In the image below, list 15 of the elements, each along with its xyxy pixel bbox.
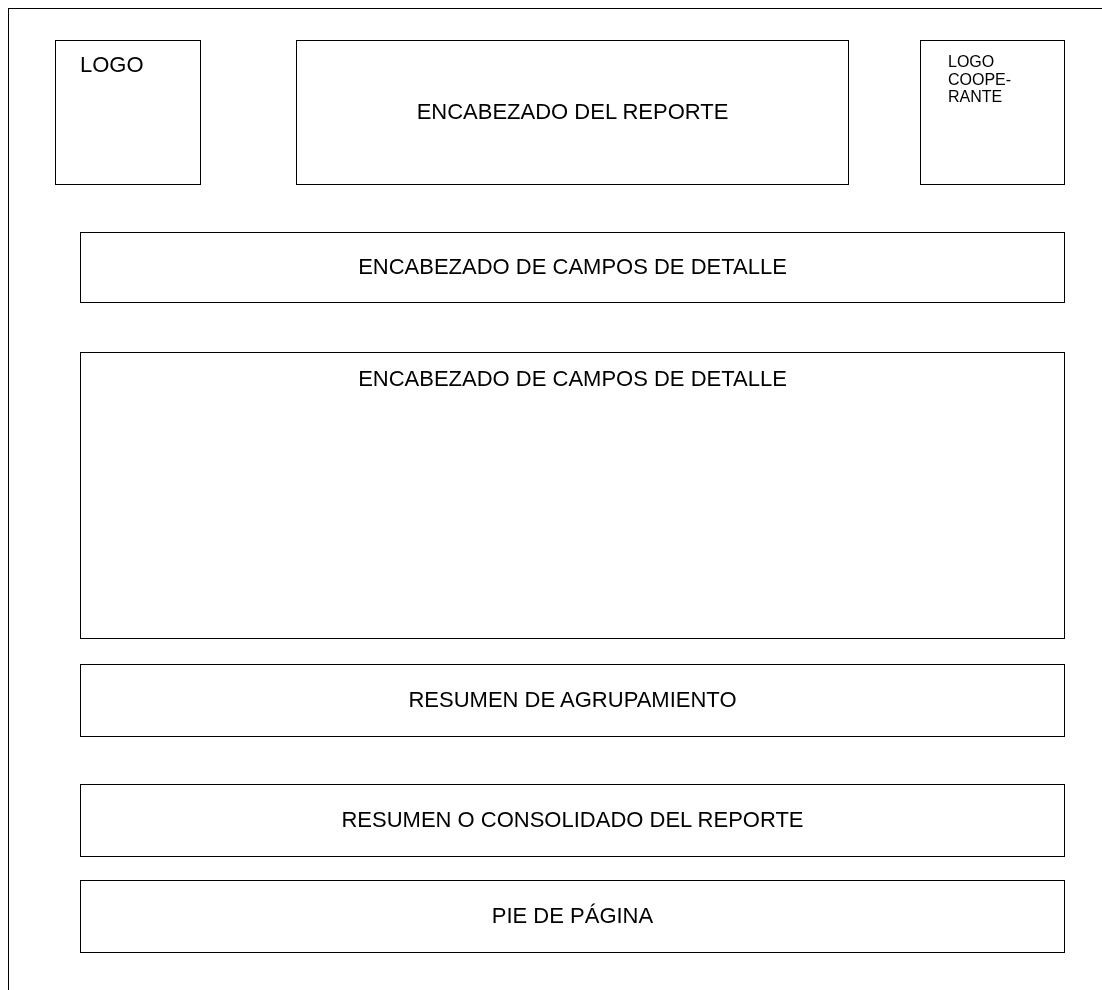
layout-section-box (80, 784, 1065, 857)
layout-section-box (80, 664, 1065, 737)
layout-section-box (80, 352, 1065, 639)
layout-section-box (80, 232, 1065, 303)
section-label: RESUMEN O CONSOLIDADO DEL REPORTE (341, 808, 804, 833)
section-label: ENCABEZADO DEL REPORTE (416, 100, 729, 125)
section-label: LOGO COOPE-RANTE (948, 53, 1010, 106)
section-label: PIE DE PÁGINA (491, 904, 654, 929)
section-label: ENCABEZADO DE CAMPOS DE DETALLE (358, 367, 787, 392)
layout-section-box (55, 40, 201, 185)
layout-section-box (920, 40, 1065, 185)
section-label: RESUMEN DE AGRUPAMIENTO (408, 688, 737, 713)
layout-section-box (80, 880, 1065, 953)
section-label: ENCABEZADO DE CAMPOS DE DETALLE (358, 255, 787, 280)
layout-section-box (296, 40, 849, 185)
